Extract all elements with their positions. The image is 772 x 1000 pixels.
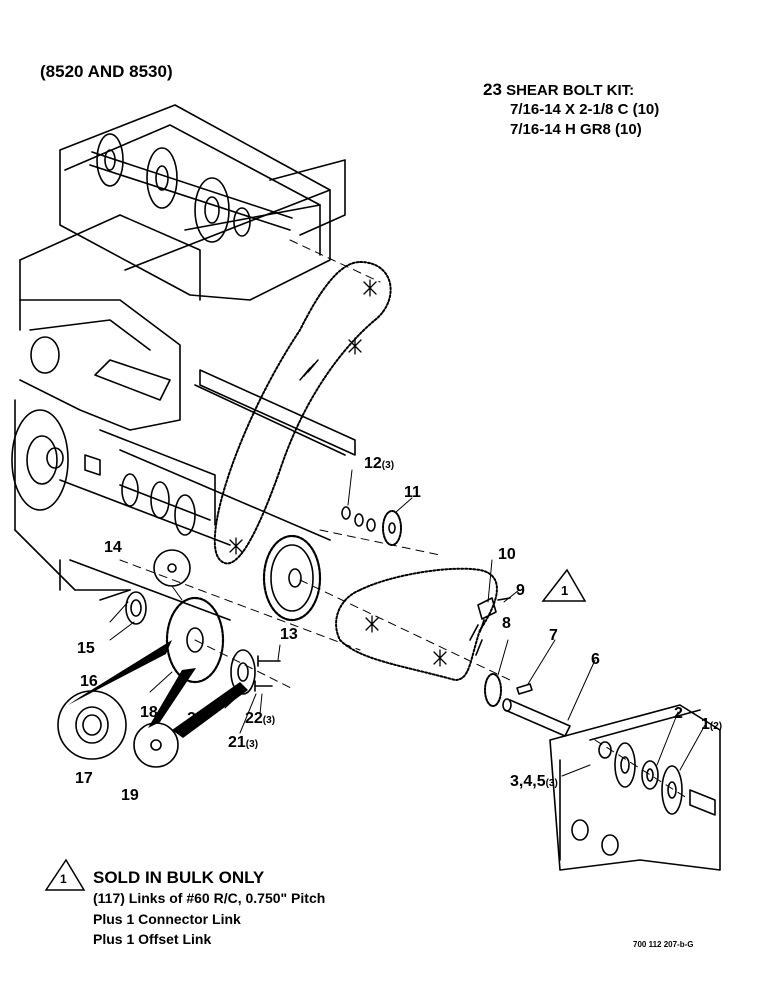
callout-14: 14 — [104, 539, 122, 556]
triangle-symbol-label: 1 — [561, 583, 569, 598]
callout-19: 19 — [121, 787, 139, 804]
diagram-code: 700 112 207-b-G — [633, 940, 694, 949]
model-header: (8520 AND 8530) — [40, 62, 173, 81]
callout-15: 15 — [77, 640, 95, 657]
kit-title: SHEAR BOLT KIT: — [506, 82, 635, 99]
kit-line-2: 7/16-14 H GR8 (10) — [510, 121, 642, 138]
upper-drive-chain — [213, 261, 392, 565]
kit-line-1: 7/16-14 X 2-1/8 C (10) — [510, 101, 660, 118]
callout-12: 12(3) — [364, 455, 395, 472]
triangle-symbol-icon — [541, 568, 587, 602]
callout-16: 16 — [80, 673, 98, 690]
callout-11: 11 — [404, 484, 421, 501]
callout-22: 22(3) — [245, 710, 276, 727]
callout-6: 6 — [591, 651, 600, 668]
note-triangle-icon — [44, 858, 86, 891]
callout-9: 9 — [516, 582, 525, 599]
tension-spring — [299, 359, 319, 381]
callout-7: 7 — [549, 627, 558, 644]
small-sprocket — [382, 510, 402, 546]
callout-20: 20 — [187, 710, 205, 727]
shear-bolt-kit: 23 SHEAR BOLT KIT: — [483, 80, 634, 101]
callout-1: 1(2) — [701, 716, 723, 733]
callout-10: 10 — [498, 546, 516, 563]
kit-number: 23 — [483, 80, 502, 99]
bearing-bracket — [549, 704, 721, 871]
callout-3-4-5: 3,4,5(3) — [510, 773, 558, 790]
upper-gearbox-housing — [19, 104, 346, 331]
idler-sprocket — [165, 596, 225, 684]
detail-circle-19 — [133, 722, 179, 768]
callout-18: 18 — [140, 704, 158, 721]
note-title: SOLD IN BULK ONLY — [93, 868, 265, 887]
lower-drive-chain — [335, 567, 498, 681]
callout-17: 17 — [75, 770, 93, 787]
callout-8: 8 — [502, 615, 511, 632]
large-sprocket — [262, 534, 322, 622]
note-line-2: Plus 1 Connector Link — [93, 911, 241, 927]
note-symbol-number: 1 — [60, 872, 67, 886]
detail-circle-17 — [57, 690, 127, 760]
callout-13: 13 — [280, 626, 298, 643]
callout-21: 21(3) — [228, 734, 259, 751]
detail-circle-14 — [153, 549, 191, 587]
callout-2: 2 — [674, 705, 683, 722]
note-line-1: (117) Links of #60 R/C, 0.750" Pitch — [93, 890, 326, 906]
main-frame — [11, 299, 356, 621]
note-line-3: Plus 1 Offset Link — [93, 931, 212, 947]
